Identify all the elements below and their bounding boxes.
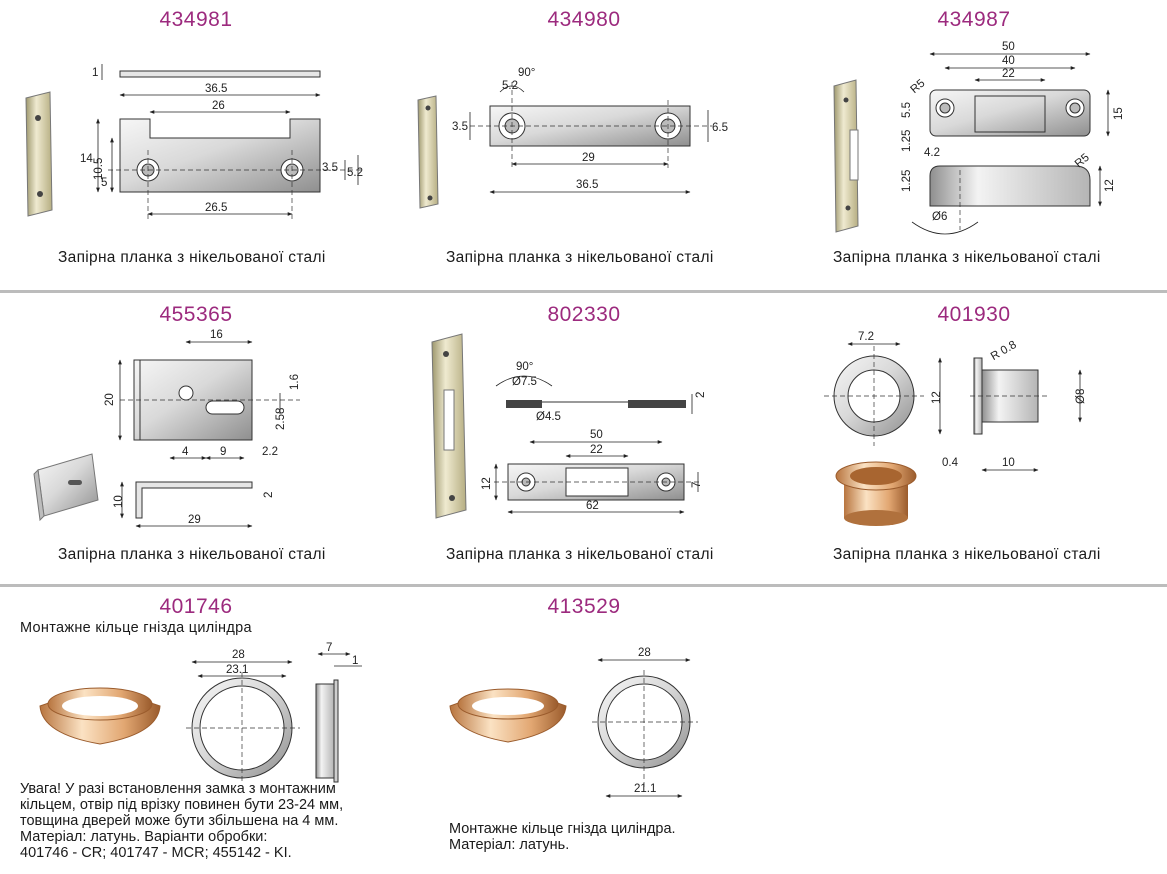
note-413529-line-2: Матеріал: латунь. <box>449 837 570 853</box>
svg-text:3.5: 3.5 <box>322 162 338 174</box>
svg-text:15: 15 <box>1113 107 1125 120</box>
svg-text:29: 29 <box>582 152 595 164</box>
svg-text:R5: R5 <box>908 77 927 96</box>
caption-401930: Запірна планка з нікельованої сталі <box>833 546 1101 563</box>
product-code-434987: 434987 <box>937 8 1011 31</box>
product-code-434980: 434980 <box>547 8 621 31</box>
product-code-455365: 455365 <box>159 303 233 326</box>
product-code-413529: 413529 <box>547 595 621 618</box>
svg-text:1.25: 1.25 <box>901 170 913 192</box>
note-413529: Монтажне кільце гнізда циліндра. Матеріа… <box>449 821 676 853</box>
drawing-401746: 28 23.1 7 1 <box>39 642 362 784</box>
photo-ring-413529 <box>449 688 567 743</box>
svg-text:3.5: 3.5 <box>452 121 468 133</box>
drawing-434981: 1 36.5 26 14 10.5 5 3.5 5.2 26.5 <box>25 64 363 220</box>
note-401746-line-2: кільцем, отвір під врізку повинен бути 2… <box>20 797 344 813</box>
row-divider-2 <box>0 584 1167 587</box>
svg-text:12: 12 <box>931 391 943 404</box>
photo-grommet-401930 <box>835 461 917 526</box>
svg-text:26.5: 26.5 <box>205 202 227 214</box>
photo-ring-401746 <box>39 687 161 745</box>
subtitle-401746: Монтажне кільце гнізда циліндра <box>20 620 252 636</box>
drawing-455365: 16 20 1.6 2.58 4 9 2.2 10 2 29 <box>33 329 301 528</box>
svg-text:12: 12 <box>481 477 493 490</box>
svg-text:90°: 90° <box>518 67 535 79</box>
drawing-434987: 50 40 22 R5 5.5 15 1.25 4.2 R5 1.25 12 Ø… <box>833 41 1125 235</box>
svg-text:1.25: 1.25 <box>901 130 913 152</box>
photo-plate-434980 <box>417 95 439 209</box>
drawing-434980: 90° 5.2 3.5 6.5 29 36.5 <box>417 67 728 209</box>
svg-text:29: 29 <box>188 514 201 526</box>
product-code-401930: 401930 <box>937 303 1011 326</box>
svg-text:R 0.8: R 0.8 <box>989 339 1019 363</box>
svg-text:22: 22 <box>1002 68 1015 80</box>
photo-bracket-455365 <box>37 453 99 517</box>
note-401746-line-4: Матеріал: латунь. Варіанти обробки: <box>20 829 268 845</box>
drawing-802330: 90° Ø7.5 Ø4.5 2 50 22 12 7 62 <box>431 333 707 519</box>
svg-text:16: 16 <box>210 329 223 341</box>
svg-text:4: 4 <box>182 446 189 458</box>
svg-text:5.5: 5.5 <box>901 102 913 118</box>
svg-text:10.5: 10.5 <box>93 158 105 180</box>
svg-text:21.1: 21.1 <box>634 783 656 795</box>
svg-text:2: 2 <box>263 492 275 498</box>
svg-text:36.5: 36.5 <box>205 83 227 95</box>
svg-text:28: 28 <box>638 647 651 659</box>
svg-text:7.2: 7.2 <box>858 331 874 343</box>
caption-802330: Запірна планка з нікельованої сталі <box>446 546 714 563</box>
svg-text:Ø6: Ø6 <box>932 211 947 223</box>
svg-text:28: 28 <box>232 649 245 661</box>
svg-text:23.1: 23.1 <box>226 664 248 676</box>
svg-text:36.5: 36.5 <box>576 179 598 191</box>
svg-text:4.2: 4.2 <box>924 147 940 159</box>
svg-text:Ø8: Ø8 <box>1075 389 1087 404</box>
svg-text:7: 7 <box>691 482 703 488</box>
svg-text:62: 62 <box>586 500 599 512</box>
svg-text:6.5: 6.5 <box>712 122 728 134</box>
note-401746-line-1: Увага! У разі встановлення замка з монта… <box>20 781 336 797</box>
svg-text:2.2: 2.2 <box>262 446 278 458</box>
photo-plate-434987 <box>833 79 859 233</box>
svg-text:50: 50 <box>1002 41 1015 53</box>
svg-text:Ø7.5: Ø7.5 <box>512 376 537 388</box>
svg-text:26: 26 <box>212 100 225 112</box>
svg-text:5: 5 <box>101 177 107 189</box>
svg-text:9: 9 <box>220 446 226 458</box>
svg-text:1.6: 1.6 <box>289 374 301 390</box>
note-401746-line-3: товщина дверей може бути збільшена на 4 … <box>20 813 339 829</box>
photo-plate-434981 <box>25 91 53 217</box>
drawing-413529: 28 21.1 <box>449 647 698 798</box>
svg-text:Ø4.5: Ø4.5 <box>536 411 561 423</box>
svg-text:7: 7 <box>326 642 332 654</box>
note-401746-line-5: 401746 - CR; 401747 - MCR; 455142 - KI. <box>20 845 292 861</box>
svg-text:90°: 90° <box>516 361 533 373</box>
product-code-802330: 802330 <box>547 303 621 326</box>
svg-text:1: 1 <box>92 67 98 79</box>
svg-text:12: 12 <box>1104 179 1116 192</box>
svg-text:5.2: 5.2 <box>347 167 363 179</box>
note-401746: Увага! У разі встановлення замка з монта… <box>20 781 343 861</box>
svg-text:10: 10 <box>1002 457 1015 469</box>
svg-text:40: 40 <box>1002 55 1015 67</box>
svg-text:2: 2 <box>695 392 707 398</box>
product-code-401746: 401746 <box>159 595 233 618</box>
product-code-434981: 434981 <box>159 8 233 31</box>
svg-text:10: 10 <box>113 495 125 508</box>
caption-434981: Запірна планка з нікельованої сталі <box>58 249 326 266</box>
note-413529-line-1: Монтажне кільце гнізда циліндра. <box>449 821 676 837</box>
svg-text:14: 14 <box>80 153 93 165</box>
caption-434980: Запірна планка з нікельованої сталі <box>446 249 714 266</box>
svg-text:22: 22 <box>590 444 603 456</box>
row-divider-1 <box>0 290 1167 293</box>
caption-455365: Запірна планка з нікельованої сталі <box>58 546 326 563</box>
caption-434987: Запірна планка з нікельованої сталі <box>833 249 1101 266</box>
drawing-401930: 7.2 R 0.8 12 Ø8 0.4 10 <box>824 331 1087 526</box>
svg-text:2.58: 2.58 <box>275 408 287 430</box>
svg-text:20: 20 <box>104 393 116 406</box>
svg-text:5.2: 5.2 <box>502 80 518 92</box>
svg-text:50: 50 <box>590 429 603 441</box>
svg-text:0.4: 0.4 <box>942 457 959 469</box>
svg-text:1: 1 <box>352 655 358 667</box>
